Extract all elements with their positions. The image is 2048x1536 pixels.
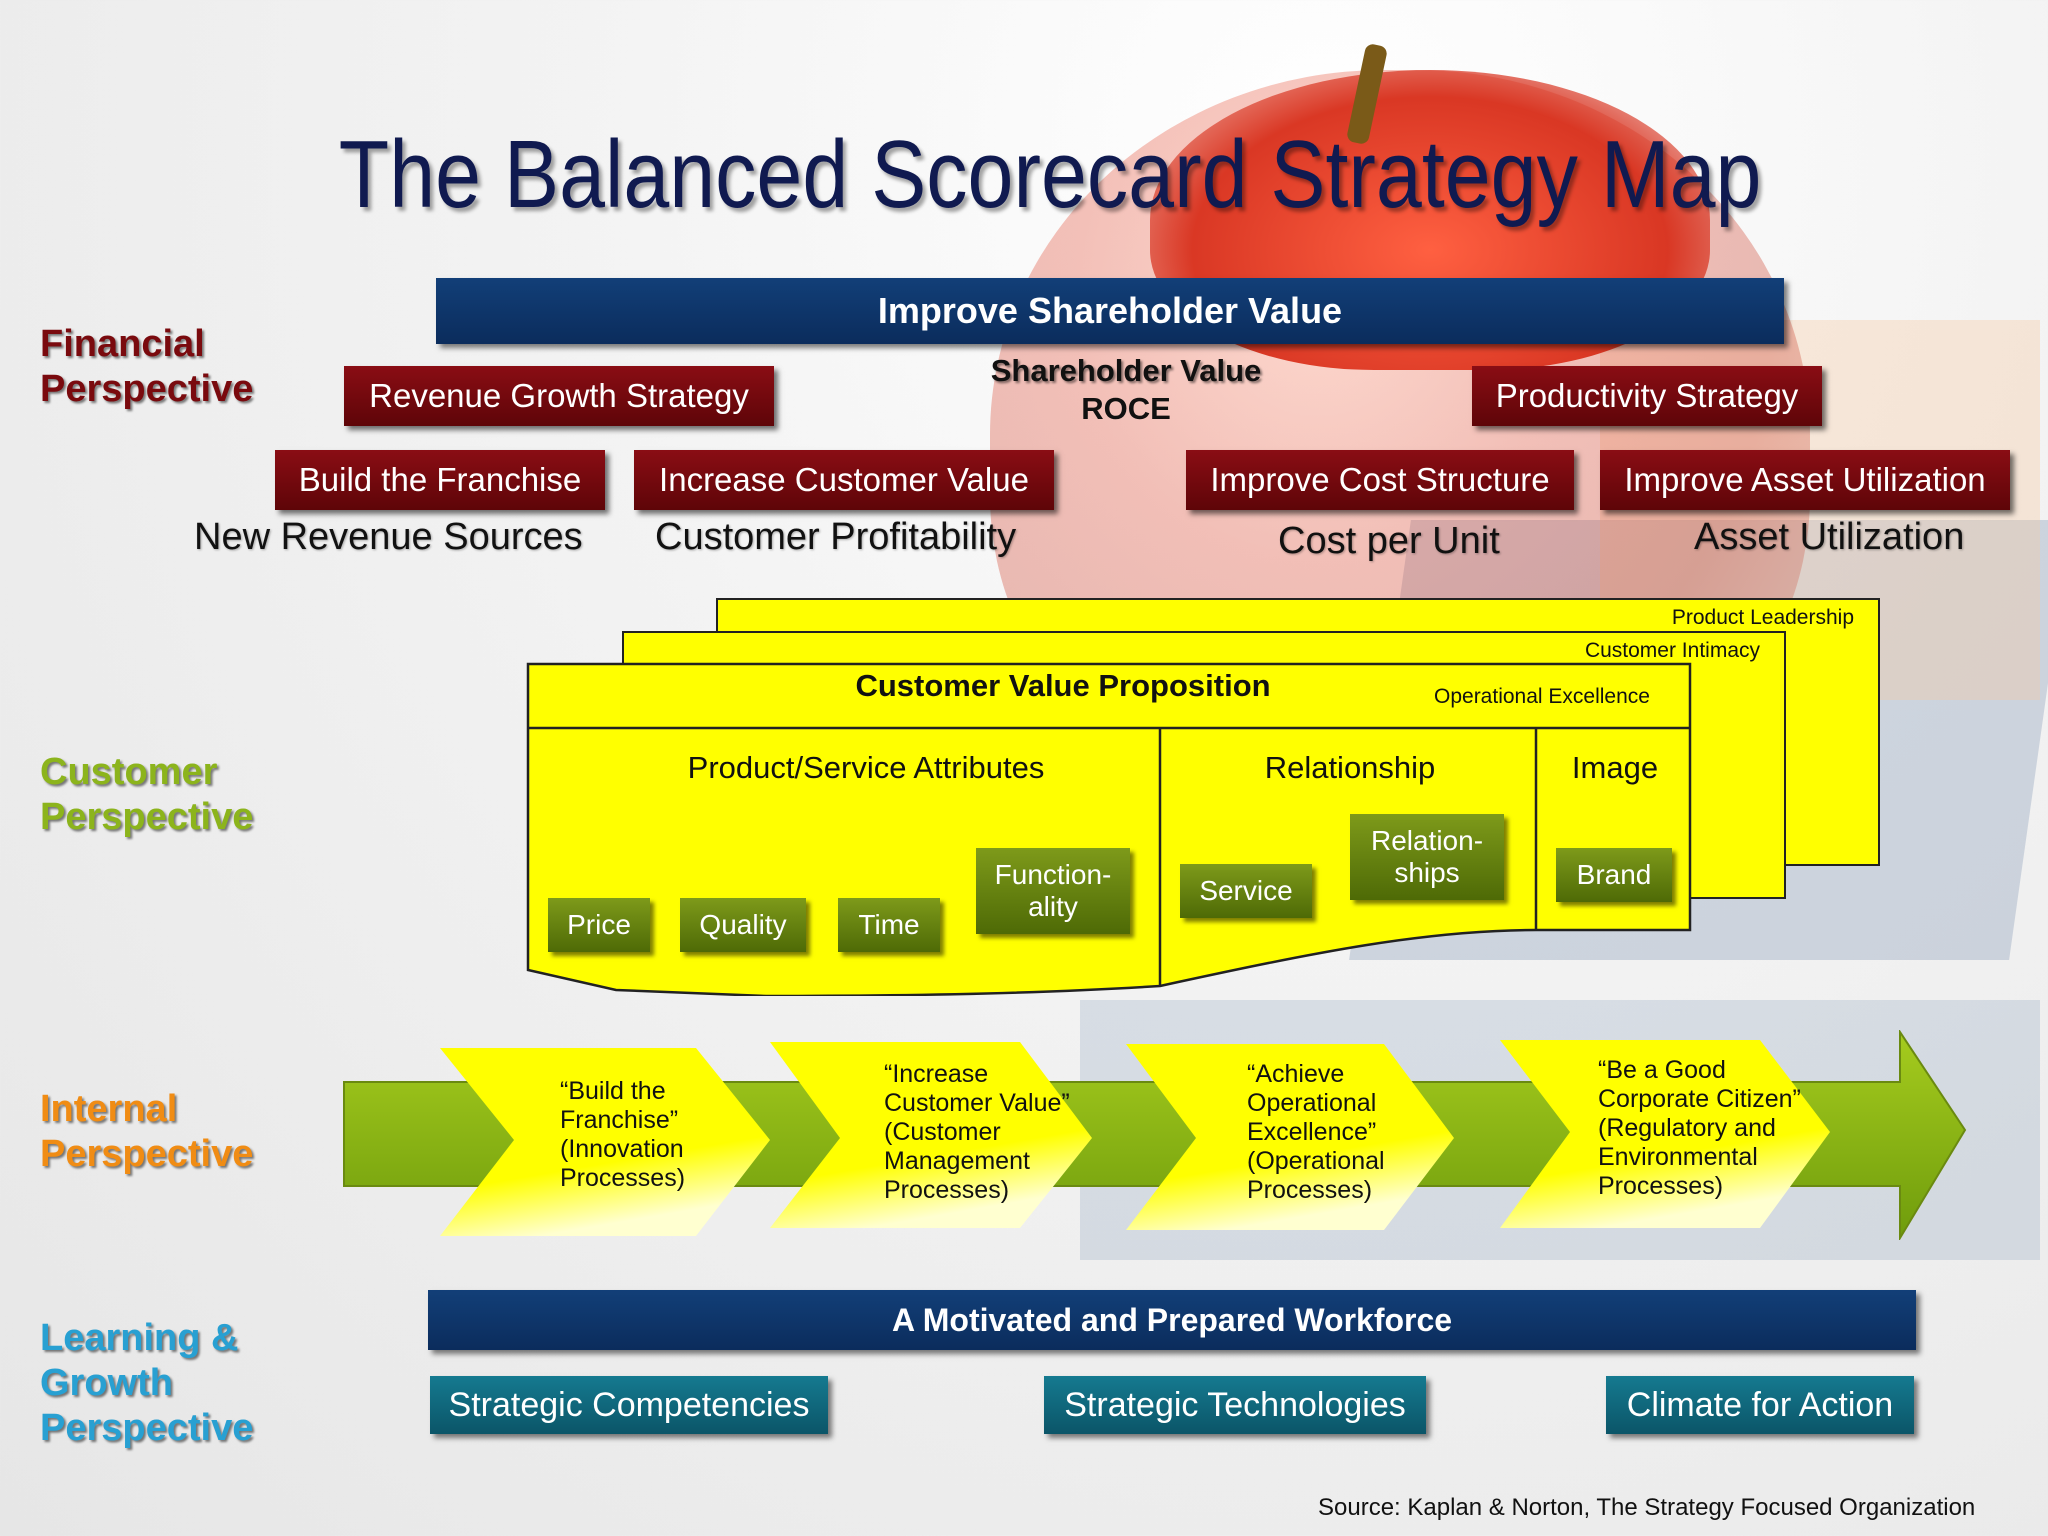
quality-attribute: Quality <box>680 898 806 952</box>
strategic-technologies-box: Strategic Technologies <box>1044 1376 1426 1434</box>
improve-shareholder-value-bar: Improve Shareholder Value <box>436 278 1784 344</box>
layer-label: Product Leadership <box>1671 606 1854 629</box>
label-line: Learning & <box>40 1317 239 1359</box>
new-revenue-sources-measure: New Revenue Sources <box>194 516 583 558</box>
climate-for-action-box: Climate for Action <box>1606 1376 1914 1434</box>
label-line: Growth <box>40 1362 173 1404</box>
measure-line: Shareholder Value <box>990 353 1262 388</box>
build-franchise-process: “Build the Franchise” (Innovation Proces… <box>560 1077 686 1192</box>
build-franchise-box: Build the Franchise <box>275 450 605 510</box>
corporate-citizen-process: “Be a Good Corporate Citizen” (Regulator… <box>1598 1056 1801 1200</box>
improve-cost-structure-box: Improve Cost Structure <box>1186 450 1574 510</box>
label-line: Perspective <box>40 796 254 838</box>
revenue-growth-strategy-box: Revenue Growth Strategy <box>344 366 774 426</box>
achieve-operational-excellence-process: “Achieve Operational Excellence” (Operat… <box>1247 1060 1385 1204</box>
relationship-heading: Relationship <box>1264 750 1436 785</box>
time-attribute: Time <box>838 898 940 952</box>
shareholder-value-measure: Shareholder Value ROCE <box>926 352 1326 428</box>
customer-value-proposition-frame <box>526 662 1692 996</box>
image-heading: Image <box>1571 750 1659 785</box>
customer-perspective-label: Customer Perspective <box>40 750 253 840</box>
product-service-attributes-heading: Product/Service Attributes <box>687 750 1045 785</box>
functionality-attribute: Function- ality <box>976 848 1130 934</box>
financial-perspective-label: Financial Perspective <box>40 322 253 412</box>
operational-excellence-label: Operational Excellence <box>1434 685 1650 708</box>
label-line: Perspective <box>40 368 254 410</box>
chevron-2 <box>770 1042 1092 1228</box>
improve-asset-utilization-box: Improve Asset Utilization <box>1600 450 2010 510</box>
label-line: Financial <box>40 323 205 365</box>
internal-process-flow <box>343 1030 1967 1240</box>
service-item: Service <box>1180 864 1312 918</box>
source-citation: Source: Kaplan & Norton, The Strategy Fo… <box>1318 1494 1976 1521</box>
productivity-strategy-box: Productivity Strategy <box>1472 366 1822 426</box>
measure-line: ROCE <box>1081 391 1171 426</box>
increase-customer-value-box: Increase Customer Value <box>634 450 1054 510</box>
cost-per-unit-measure: Cost per Unit <box>1278 520 1500 562</box>
strategic-competencies-box: Strategic Competencies <box>430 1376 828 1434</box>
learning-perspective-label: Learning & Growth Perspective <box>40 1316 253 1451</box>
chevron-3 <box>1126 1044 1454 1230</box>
motivated-workforce-bar: A Motivated and Prepared Workforce <box>428 1290 1916 1350</box>
label-line: Internal <box>40 1088 178 1130</box>
customer-profitability-measure: Customer Profitability <box>655 516 1017 558</box>
label-line: Perspective <box>40 1407 254 1449</box>
chevron-1 <box>440 1048 770 1236</box>
layer-label: Customer Intimacy <box>1584 639 1760 662</box>
label-line: Perspective <box>40 1133 254 1175</box>
chevron-4 <box>1500 1040 1830 1228</box>
internal-perspective-label: Internal Perspective <box>40 1087 253 1177</box>
page-title: The Balanced Scorecard Strategy Map <box>338 121 1762 228</box>
price-attribute: Price <box>548 898 650 952</box>
increase-customer-value-process: “Increase Customer Value” (Customer Mana… <box>884 1060 1070 1204</box>
asset-utilization-measure: Asset Utilization <box>1694 516 1965 558</box>
label-line: Customer <box>40 751 218 793</box>
relationships-item: Relation- ships <box>1350 814 1504 900</box>
brand-item: Brand <box>1556 848 1672 902</box>
customer-value-proposition-title: Customer Value Proposition <box>855 668 1271 703</box>
